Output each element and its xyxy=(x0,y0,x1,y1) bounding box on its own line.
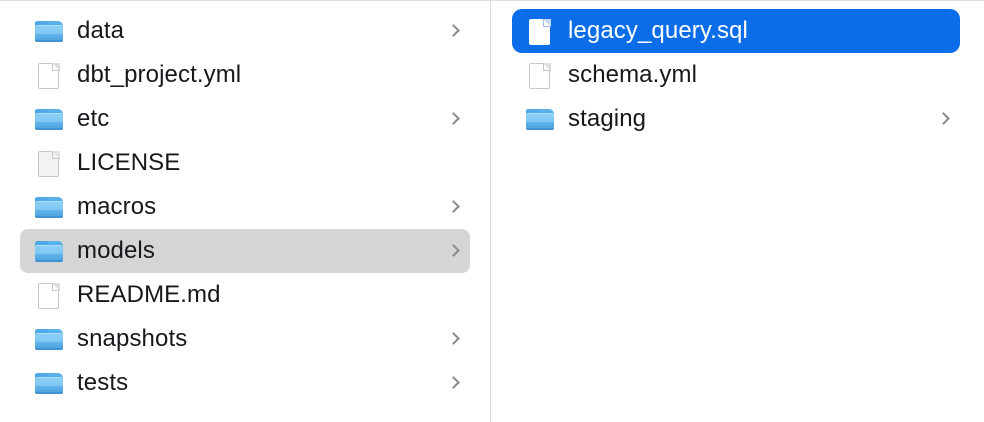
file-name-label: README.md xyxy=(77,281,221,308)
folder-icon xyxy=(525,104,555,134)
document-icon xyxy=(34,280,64,310)
document-icon xyxy=(525,60,555,90)
chevron-right-icon[interactable] xyxy=(448,22,458,40)
file-name-label: tests xyxy=(77,369,129,396)
file-name-label: snapshots xyxy=(77,325,188,352)
file-column-models: legacy_query.sql schema.yml staging xyxy=(491,1,984,422)
chevron-right-icon[interactable] xyxy=(938,110,948,128)
file-name-label: schema.yml xyxy=(568,61,698,88)
file-row[interactable]: models xyxy=(20,229,470,273)
chevron-right-icon[interactable] xyxy=(448,110,458,128)
file-name-label: dbt_project.yml xyxy=(77,61,242,88)
file-row[interactable]: tests xyxy=(20,361,470,405)
folder-icon xyxy=(34,192,64,222)
file-row[interactable]: macros xyxy=(20,185,470,229)
folder-icon xyxy=(34,324,64,354)
file-name-label: staging xyxy=(568,105,647,132)
file-row[interactable]: legacy_query.sql xyxy=(512,9,960,53)
file-name-label: models xyxy=(77,237,155,264)
file-row[interactable]: schema.yml xyxy=(512,53,960,97)
folder-icon xyxy=(34,236,64,266)
file-row[interactable]: LICENSE xyxy=(20,141,470,185)
file-name-label: legacy_query.sql xyxy=(568,17,748,44)
folder-icon xyxy=(34,16,64,46)
file-name-label: data xyxy=(77,17,125,44)
file-row[interactable]: snapshots xyxy=(20,317,470,361)
chevron-right-icon[interactable] xyxy=(448,330,458,348)
file-row[interactable]: README.md xyxy=(20,273,470,317)
file-row[interactable]: dbt_project.yml xyxy=(20,53,470,97)
chevron-right-icon[interactable] xyxy=(448,374,458,392)
file-name-label: LICENSE xyxy=(77,149,181,176)
chevron-right-icon[interactable] xyxy=(448,242,458,260)
chevron-right-icon[interactable] xyxy=(448,198,458,216)
folder-icon xyxy=(34,368,64,398)
file-row[interactable]: staging xyxy=(512,97,960,141)
document-icon xyxy=(525,16,555,46)
file-row[interactable]: data xyxy=(20,9,470,53)
file-row[interactable]: etc xyxy=(20,97,470,141)
document-gray-icon xyxy=(34,148,64,178)
folder-icon xyxy=(34,104,64,134)
document-icon xyxy=(34,60,64,90)
file-name-label: macros xyxy=(77,193,157,220)
file-name-label: etc xyxy=(77,105,110,132)
